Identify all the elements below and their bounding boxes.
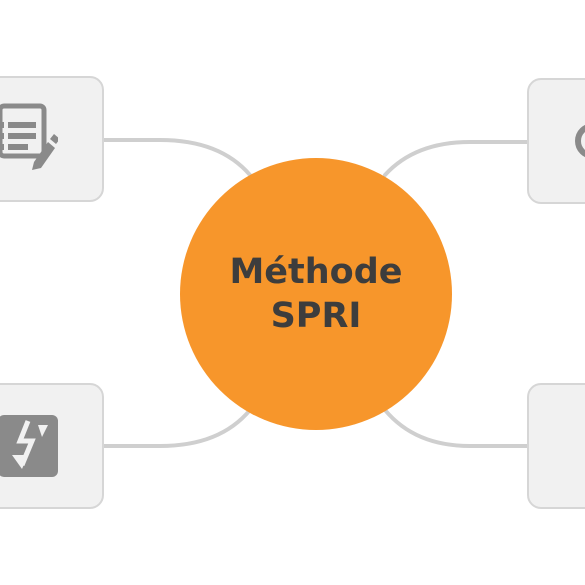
center-node[interactable]: Méthode SPRI	[180, 158, 452, 430]
partial-icon	[575, 124, 585, 158]
connector-bottom-left	[102, 408, 252, 448]
broken-arrow-icon	[0, 415, 58, 477]
document-edit-icon	[0, 103, 58, 170]
center-title-line-2: SPRI	[270, 296, 362, 336]
connector-bottom-right	[383, 408, 530, 448]
node-card-top-right[interactable]	[527, 78, 585, 204]
connector-top-left	[102, 138, 252, 177]
center-title-line-1: Méthode	[229, 252, 403, 292]
node-card-bottom-left[interactable]	[0, 383, 104, 509]
connector-top-right	[383, 140, 530, 177]
node-card-bottom-right[interactable]	[527, 383, 585, 509]
node-card-top-left[interactable]	[0, 76, 104, 202]
